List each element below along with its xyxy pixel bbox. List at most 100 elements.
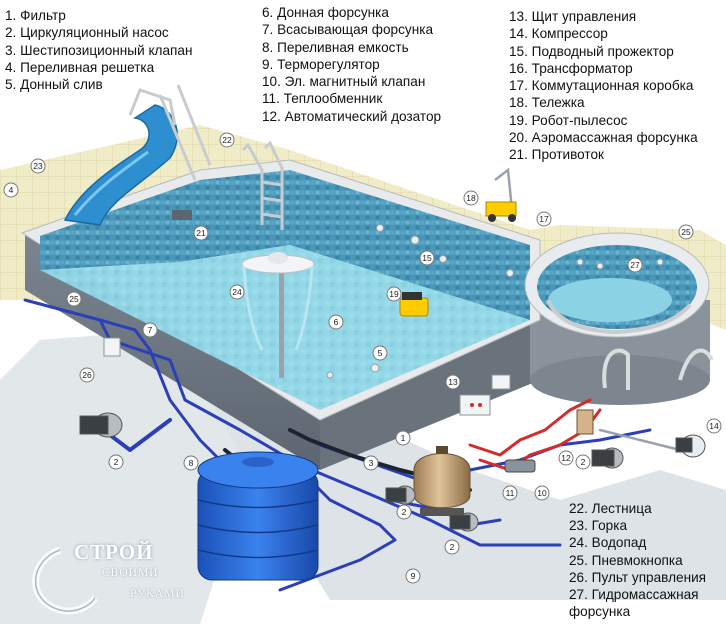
svg-text:24: 24 bbox=[232, 287, 242, 297]
legend-item: 26. Пульт управления bbox=[569, 569, 707, 585]
jacuzzi-handrail bbox=[602, 348, 630, 390]
callout-21: 21 bbox=[193, 225, 209, 241]
jacuzzi-bench bbox=[546, 299, 692, 335]
legend-items-1-5: 1. Фильтр 2. Циркуляционный насос 3. Шес… bbox=[5, 7, 192, 93]
svg-text:6: 6 bbox=[334, 317, 339, 327]
callout-14: 14 bbox=[706, 418, 722, 434]
waterfall-mushroom bbox=[241, 252, 315, 378]
pool-ladder bbox=[241, 140, 284, 230]
callout-25b: 25 bbox=[678, 224, 694, 240]
callout-13: 13 bbox=[445, 374, 461, 390]
svg-text:14: 14 bbox=[709, 421, 719, 431]
callout-markers: 1 2 2 2 2 3 4 5 6 7 8 9 10 11 12 13 14 1… bbox=[3, 132, 722, 584]
control-panel bbox=[103, 337, 121, 357]
svg-text:21: 21 bbox=[196, 228, 206, 238]
svg-text:17: 17 bbox=[539, 214, 549, 224]
legend-item: 22. Лестница bbox=[569, 501, 652, 516]
legend-item: 20. Аэромассажная форсунка bbox=[509, 130, 698, 146]
pool-back-wall bbox=[40, 170, 290, 270]
callout-26: 26 bbox=[79, 367, 95, 383]
cleaner-trolley bbox=[485, 167, 517, 222]
legend-item: 23. Горка bbox=[569, 518, 628, 534]
callout-8: 8 bbox=[183, 455, 199, 471]
svg-text:23: 23 bbox=[33, 161, 43, 171]
legend-item: 17. Коммутационная коробка bbox=[509, 78, 694, 94]
svg-text:2: 2 bbox=[402, 507, 407, 517]
svg-text:13: 13 bbox=[448, 377, 458, 387]
pool-slide bbox=[63, 84, 212, 226]
legend-item: 11. Теплообменник bbox=[262, 91, 383, 107]
legend-item: 4. Переливная решетка bbox=[5, 59, 155, 75]
callout-2b: 2 bbox=[444, 539, 460, 555]
legend-item: 25. Пневмокнопка bbox=[569, 552, 683, 568]
callout-12: 12 bbox=[558, 450, 574, 466]
bottom-drain bbox=[370, 363, 380, 373]
svg-text:26: 26 bbox=[82, 370, 92, 380]
legend-item: 13. Щит управления bbox=[509, 9, 637, 24]
callout-18: 18 bbox=[463, 190, 479, 206]
svg-text:3: 3 bbox=[369, 458, 374, 468]
legend-item: 5. Донный слив bbox=[5, 77, 103, 93]
callout-7: 7 bbox=[142, 322, 158, 338]
logo-text: СТРОЙ bbox=[74, 540, 154, 564]
svg-text:9: 9 bbox=[411, 571, 416, 581]
heat-exchanger bbox=[504, 459, 536, 473]
pool-right-wall bbox=[290, 170, 530, 320]
callout-17: 17 bbox=[536, 211, 552, 227]
legend-item: 7. Всасывающая форсунка bbox=[262, 22, 434, 38]
legend-item: 6. Донная форсунка bbox=[262, 5, 389, 20]
callout-2a: 2 bbox=[108, 454, 124, 470]
pool-water bbox=[40, 245, 530, 410]
legend-item: 8. Переливная емкость bbox=[262, 39, 409, 55]
callout-24: 24 bbox=[229, 284, 245, 300]
logo-mark bbox=[32, 546, 98, 615]
callout-4: 4 bbox=[3, 182, 19, 198]
legend-item: 27. Гидромассажная bbox=[569, 587, 699, 603]
svg-text:4: 4 bbox=[9, 185, 14, 195]
legend-item: 18. Тележка bbox=[509, 95, 585, 111]
svg-text:2: 2 bbox=[450, 542, 455, 552]
legend-item: 21. Противоток bbox=[509, 147, 604, 163]
legend-item: 19. Робот-пылесос bbox=[509, 112, 628, 128]
callout-11: 11 bbox=[502, 485, 518, 501]
svg-text:2: 2 bbox=[114, 457, 119, 467]
svg-text:8: 8 bbox=[189, 458, 194, 468]
svg-text:10: 10 bbox=[537, 488, 547, 498]
legend-item: 10. Эл. магнитный клапан bbox=[262, 74, 426, 90]
legend-item: 14. Компрессор bbox=[509, 26, 608, 42]
legend-item: 3. Шестипозиционный клапан bbox=[5, 42, 193, 58]
robot-cleaner bbox=[399, 292, 429, 317]
legend-items-22-27: 22. Лестница 23. Горка 24. Водопад 25. П… bbox=[569, 500, 706, 620]
svg-text:15: 15 bbox=[422, 253, 432, 263]
svg-text:11: 11 bbox=[506, 488, 515, 498]
svg-text:22: 22 bbox=[222, 135, 232, 145]
callout-2c: 2 bbox=[575, 454, 591, 470]
callout-27: 27 bbox=[627, 257, 643, 273]
control-board bbox=[459, 394, 491, 416]
logo-subtext: СВОИМИ bbox=[102, 567, 159, 579]
counterflow-unit bbox=[172, 210, 192, 220]
svg-text:25: 25 bbox=[69, 294, 79, 304]
legend-item: 2. Циркуляционный насос bbox=[5, 25, 169, 41]
callout-19: 19 bbox=[386, 286, 402, 302]
callout-5: 5 bbox=[372, 345, 388, 361]
callout-2d: 2 bbox=[396, 504, 412, 520]
legend-items-6-12: 6. Донная форсунка 7. Всасывающая форсун… bbox=[262, 4, 441, 125]
ground-slab-left bbox=[0, 330, 250, 624]
svg-text:19: 19 bbox=[389, 289, 399, 299]
legend-item: 15. Подводный прожектор bbox=[509, 43, 674, 59]
legend-items-13-21: 13. Щит управления 14. Компрессор 15. По… bbox=[509, 8, 698, 164]
pool-body-front-wall bbox=[320, 320, 540, 470]
svg-text:25: 25 bbox=[681, 227, 691, 237]
callout-25a: 25 bbox=[66, 291, 82, 307]
legend-item: форсунка bbox=[569, 604, 631, 620]
legend-item: 1. Фильтр bbox=[5, 8, 66, 23]
callout-9: 9 bbox=[405, 568, 421, 584]
pumps bbox=[79, 412, 706, 532]
svg-text:12: 12 bbox=[561, 453, 571, 463]
automatic-dosing bbox=[576, 409, 594, 435]
legend-item: 9. Терморегулятор bbox=[262, 56, 380, 72]
svg-text:7: 7 bbox=[148, 325, 153, 335]
